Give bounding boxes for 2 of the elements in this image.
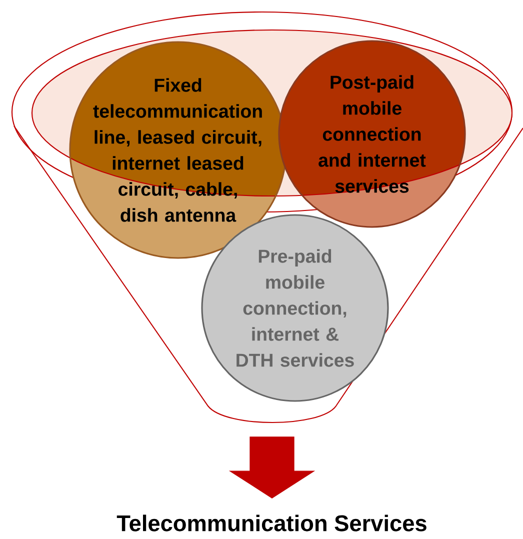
block-arrow bbox=[228, 436, 316, 498]
result-label: Telecommunication Services bbox=[116, 514, 426, 532]
